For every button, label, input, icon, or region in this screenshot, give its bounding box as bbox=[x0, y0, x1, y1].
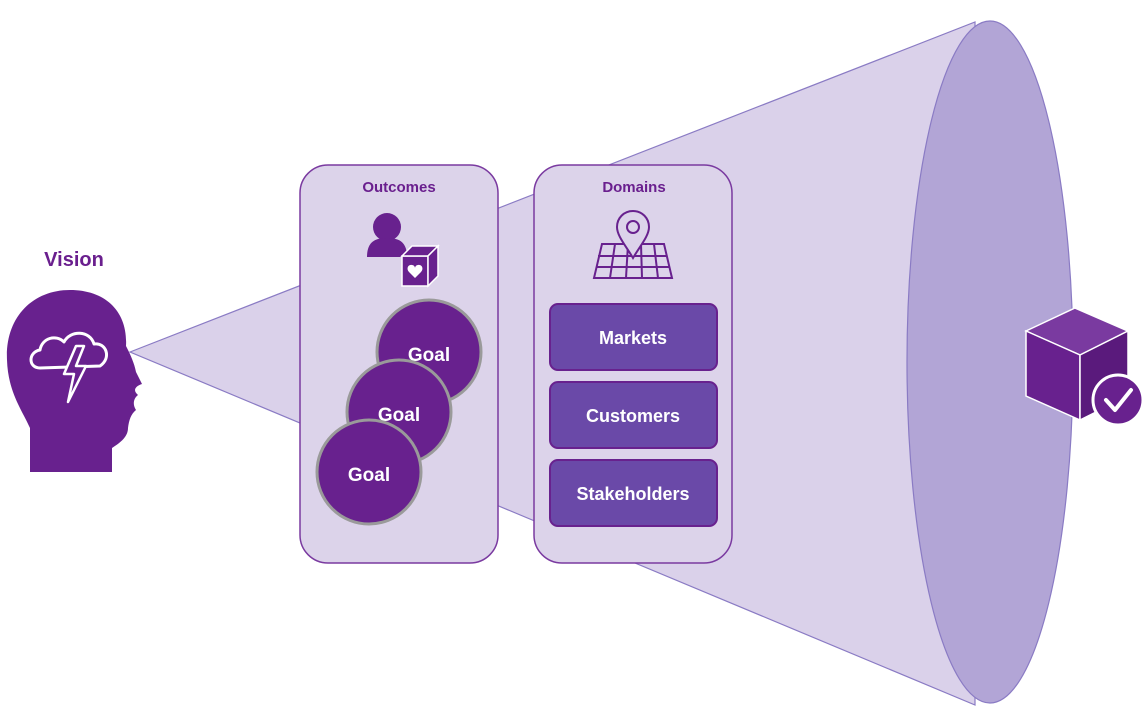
domain-label: Markets bbox=[599, 328, 667, 348]
domains-title: Domains bbox=[602, 179, 665, 196]
domain-label: Stakeholders bbox=[576, 484, 689, 504]
domain-button-customers[interactable]: Customers bbox=[549, 381, 718, 449]
goal-label: Goal bbox=[378, 405, 420, 426]
domain-label: Customers bbox=[586, 406, 680, 426]
domains-panel: Domains Markets Customers Stakeholders bbox=[533, 164, 733, 564]
vision-label: Vision bbox=[44, 249, 104, 271]
outcomes-title: Outcomes bbox=[362, 179, 435, 196]
domain-button-stakeholders[interactable]: Stakeholders bbox=[549, 459, 718, 527]
goal-label: Goal bbox=[348, 465, 390, 486]
person-with-heart-box-icon bbox=[367, 213, 440, 288]
domain-button-markets[interactable]: Markets bbox=[549, 303, 718, 371]
goal-label: Goal bbox=[408, 345, 450, 366]
goal-circle: Goal bbox=[315, 418, 423, 526]
head-brainstorm-icon bbox=[6, 290, 143, 472]
box-with-checkmark-icon bbox=[1024, 307, 1145, 427]
map-pin-icon bbox=[592, 209, 674, 279]
outcomes-panel: Outcomes Goal Goal Goal bbox=[299, 164, 499, 564]
